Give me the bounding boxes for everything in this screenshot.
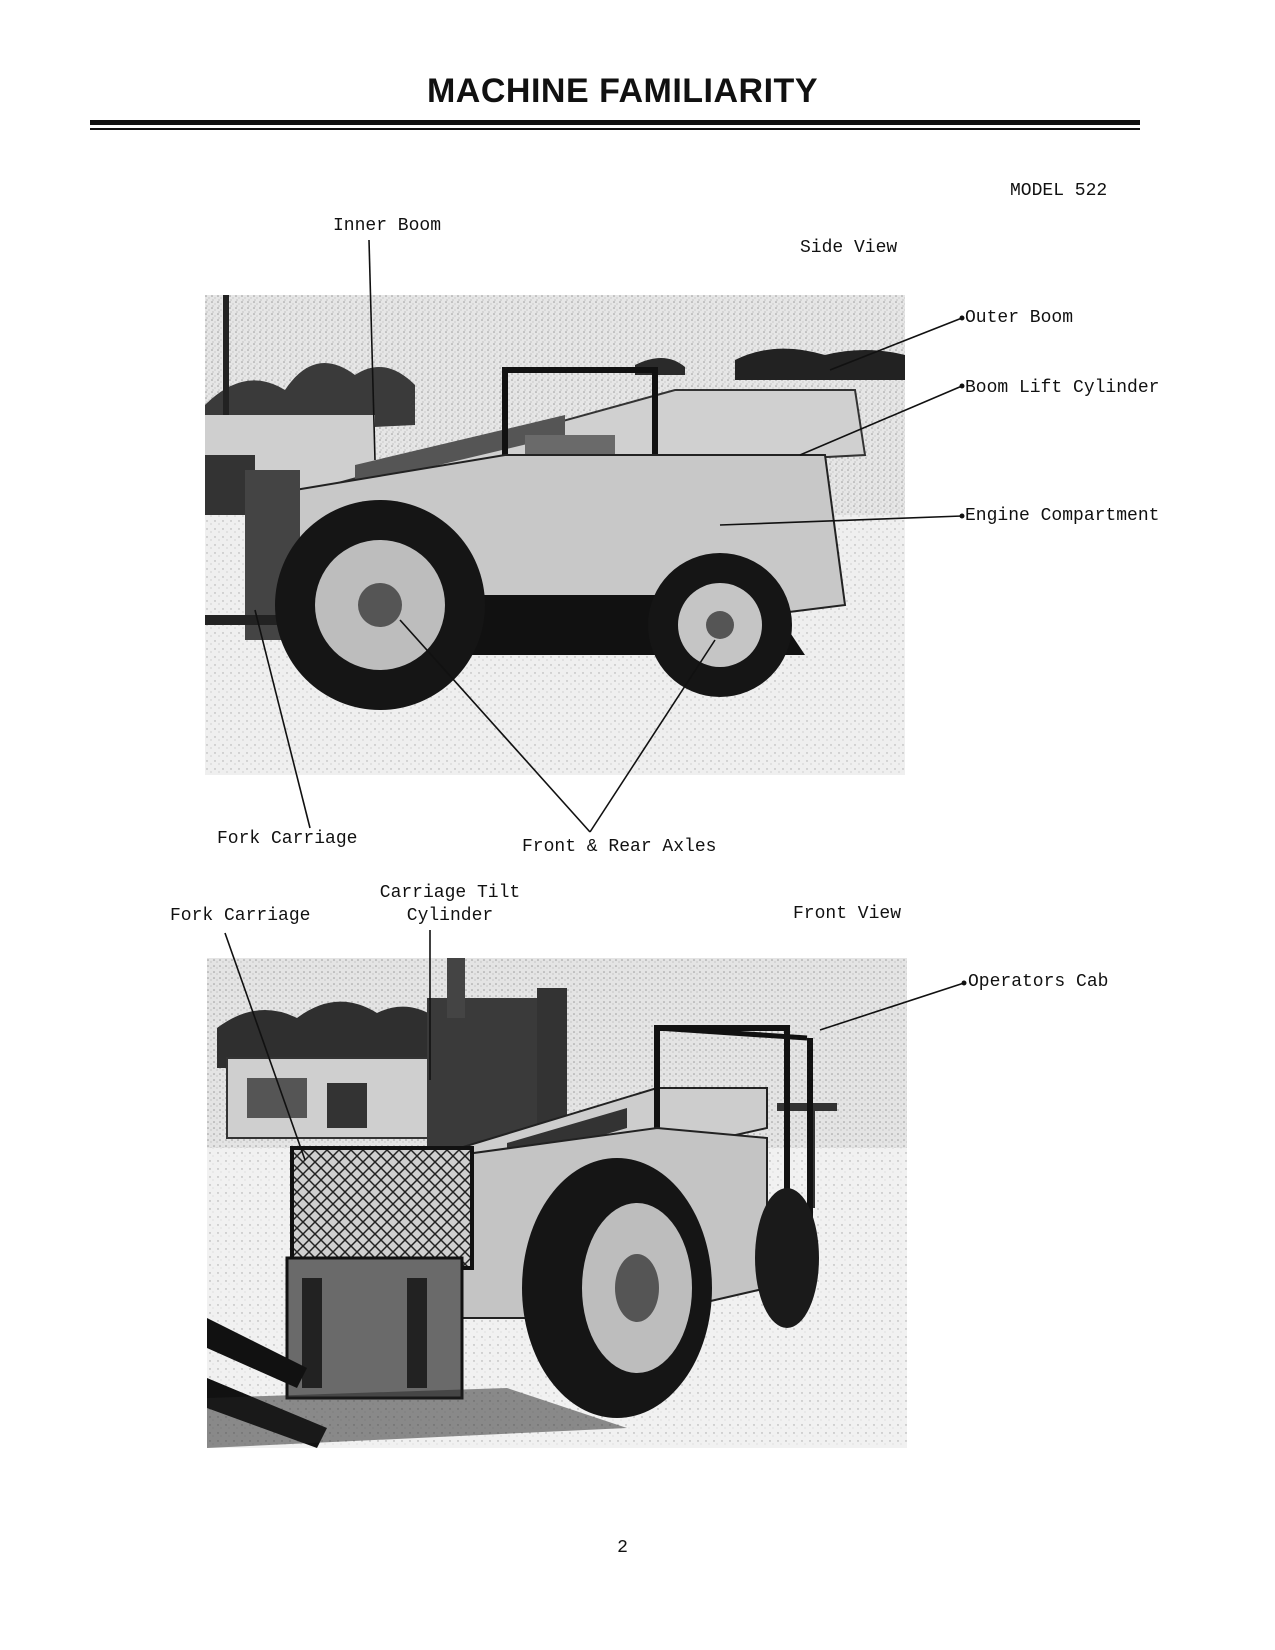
label-outer-boom: Outer Boom (965, 308, 1074, 328)
page-number: 2 (617, 1538, 628, 1558)
label-fork-carriage-side: Fork Carriage (217, 829, 358, 849)
title-rule-thin (90, 128, 1140, 130)
front-view-illustration (207, 958, 907, 1448)
side-view-illustration (205, 295, 905, 775)
page-title: MACHINE FAMILIARITY (426, 72, 819, 110)
label-carriage-tilt-line1: Carriage Tilt (379, 883, 521, 903)
label-inner-boom: Inner Boom (333, 216, 442, 236)
label-operators-cab: Operators Cab (968, 972, 1109, 992)
label-carriage-tilt-line2: Cylinder (406, 906, 494, 926)
side-view-photo (205, 295, 905, 775)
label-boom-lift-cylinder: Boom Lift Cylinder (965, 378, 1160, 398)
title-rule-thick (90, 120, 1140, 125)
front-view-caption: Front View (793, 904, 902, 924)
label-engine-compartment: Engine Compartment (965, 506, 1160, 526)
label-fork-carriage-front: Fork Carriage (170, 906, 311, 926)
label-front-rear-axles: Front & Rear Axles (522, 837, 717, 857)
front-view-photo (207, 958, 907, 1448)
side-view-caption: Side View (800, 238, 898, 258)
model-label: MODEL 522 (1010, 181, 1108, 201)
